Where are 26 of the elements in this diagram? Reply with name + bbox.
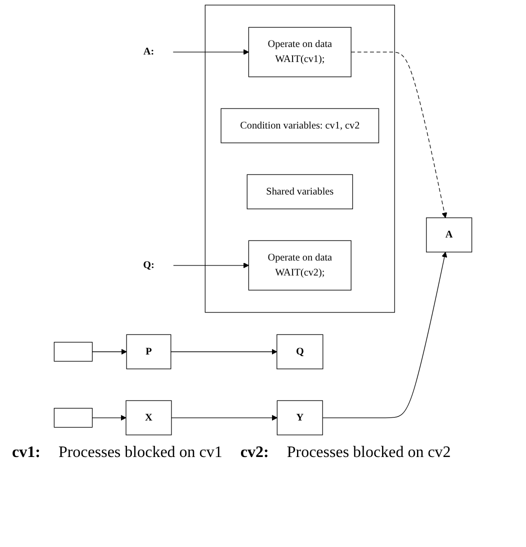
node-box: Q [276, 334, 324, 370]
node-box [54, 408, 93, 428]
queue-caption: Processes blocked on cv2 [286, 444, 451, 462]
node-box: Operate on data WAIT(cv1); [248, 26, 352, 78]
cluster [204, 4, 395, 313]
node-box: Condition variables: cv1, cv2 [220, 108, 380, 144]
node-box: P [126, 334, 172, 370]
queue-caption: Processes blocked on cv1 [58, 444, 222, 462]
node-box: Operate on data WAIT(cv2); [248, 240, 352, 290]
arrow [170, 348, 278, 355]
arrow [322, 252, 448, 418]
node-text: Q: [143, 260, 154, 270]
node-box: A [426, 217, 472, 252]
queue-name: cv2: [240, 444, 269, 462]
node-box: X [126, 400, 172, 436]
node-box: Y [276, 400, 323, 436]
arrow [173, 262, 249, 268]
node-box [54, 342, 93, 362]
queue-name: cv1: [12, 444, 40, 462]
arrow [171, 414, 278, 421]
arrow [350, 52, 448, 218]
arrow [92, 414, 126, 421]
node-box: Shared variables [246, 174, 353, 210]
arrow [92, 348, 127, 355]
node-text: A: [143, 46, 154, 58]
arrow [172, 49, 249, 55]
